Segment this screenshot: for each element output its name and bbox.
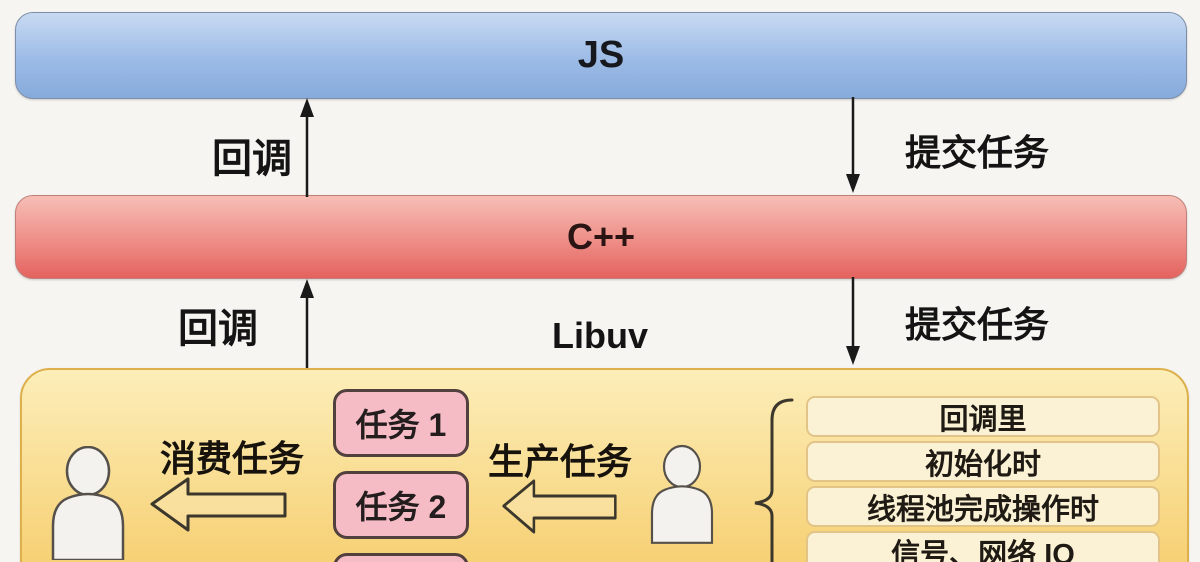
event-source-label: 回调里 [939, 403, 1027, 436]
event-source-row: 回调里 [806, 396, 1160, 437]
libuv-label: Libuv [552, 315, 648, 356]
js-layer-bar: JS [15, 12, 1187, 99]
produce-tasks-label: 生产任务 [488, 441, 633, 482]
task-1-label: 任务 1 [355, 407, 447, 443]
event-sources-brace-icon [754, 398, 794, 562]
produce-block-arrow-icon [502, 479, 617, 534]
event-source-label: 线程池完成操作时 [866, 493, 1099, 526]
consumer-person-icon [51, 446, 125, 560]
task-2-label: 任务 2 [355, 489, 447, 525]
consume-tasks-label: 消费任务 [160, 438, 305, 479]
event-source-row: 信号、网络 IO [806, 531, 1160, 562]
event-sources-list: 回调里 初始化时 线程池完成操作时 信号、网络 IO [806, 396, 1160, 562]
callback-arrow-top-icon [300, 98, 314, 197]
task-box-1: 任务 1 [333, 389, 469, 457]
submit-task-label-bottom: 提交任务 [905, 304, 1050, 345]
producer-person-icon [650, 444, 714, 544]
submit-arrow-bottom-icon [846, 277, 860, 365]
submit-task-label-top: 提交任务 [905, 132, 1050, 173]
callback-label-top: 回调 [212, 137, 292, 181]
event-source-row: 线程池完成操作时 [806, 486, 1160, 527]
callback-arrow-bottom-icon [300, 279, 314, 368]
event-source-label: 信号、网络 IO [891, 538, 1075, 562]
consume-block-arrow-icon [150, 477, 287, 532]
cpp-layer-bar: C++ [15, 195, 1187, 279]
task-box-3-clipped [333, 553, 469, 562]
callback-label-bottom: 回调 [178, 307, 258, 351]
event-source-label: 初始化时 [924, 448, 1041, 481]
task-box-2: 任务 2 [333, 471, 469, 539]
event-source-row: 初始化时 [806, 441, 1160, 482]
js-layer-label: JS [577, 34, 625, 76]
cpp-layer-label: C++ [566, 216, 636, 257]
submit-arrow-top-icon [846, 97, 860, 193]
